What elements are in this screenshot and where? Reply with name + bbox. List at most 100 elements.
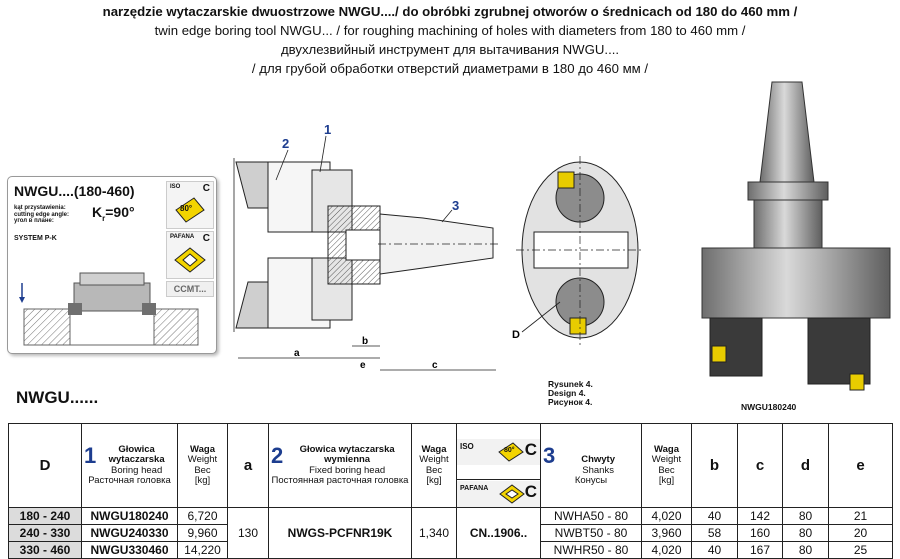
cell-head: NWGU240330 <box>81 524 178 542</box>
spec-table: D 1 Głowica wytaczarska Boring head Раст… <box>8 423 893 559</box>
machining-illustration <box>19 272 199 346</box>
table-row: 240 - 330 NWGU240330 9,960 NWBT50 - 80 3… <box>8 524 893 542</box>
num-2: 2 <box>271 442 284 468</box>
figure-caption-ru: Рисунок 4. <box>548 397 593 407</box>
cell-d: 80 <box>782 541 829 559</box>
info-box: NWGU....(180-460) kąt przystawienia: cut… <box>7 176 217 354</box>
cell-b: 40 <box>691 541 738 559</box>
angle-value: =90° <box>105 204 135 220</box>
dim-D: D <box>512 329 520 341</box>
side-view-drawing: 2 1 3 a b e c <box>233 122 498 371</box>
iso-c: C <box>202 183 210 194</box>
angle-symbol: K <box>92 204 103 220</box>
col-weight-3: Waga Weight Вес [kg] <box>641 423 692 508</box>
pafana-head-c: C <box>524 481 537 501</box>
iso-label: ISO <box>170 184 181 190</box>
cell-shank: NWBT50 - 80 <box>540 524 642 542</box>
callout-3: 3 <box>452 198 459 213</box>
col-e: e <box>828 423 893 508</box>
system-label: SYSTEM P-K <box>14 235 57 242</box>
num-3: 3 <box>543 442 556 468</box>
waga-unit-1: [kg] <box>194 475 211 486</box>
col-weight-1: Waga Weight Вес [kg] <box>177 423 228 508</box>
shank-ru: Конусы <box>574 475 608 486</box>
waga-pl-3: Waga <box>654 443 679 455</box>
insert-code: CCMT... <box>166 281 214 297</box>
product-photo <box>701 81 891 391</box>
series-label: NWGU...... <box>16 388 99 407</box>
col-a: a <box>227 423 269 508</box>
iso-rhombus-icon <box>498 441 524 462</box>
table-header-row: D 1 Głowica wytaczarska Boring head Раст… <box>8 423 893 508</box>
cell-shank-weight: 4,020 <box>641 507 692 525</box>
table-header-row-2: PAFANA C <box>9 479 893 508</box>
callout-2: 2 <box>282 136 289 151</box>
front-view-drawing: D <box>512 156 644 348</box>
angle-label-ru: угол в плане: <box>14 218 54 224</box>
cell-head: NWGU330460 <box>81 541 178 559</box>
table-row: 180 - 240 NWGU180240 6,720 130 NWGS-PCFN… <box>8 507 893 559</box>
col-b: b <box>691 423 738 508</box>
cell-b: 58 <box>691 524 738 542</box>
dim-e: e <box>360 360 366 371</box>
cell-d: 80 <box>782 507 829 525</box>
waga-pl-2: Waga <box>421 443 447 455</box>
cell-weight: 14,220 <box>177 541 228 559</box>
waga-ru-1: Вес <box>194 464 211 476</box>
cell-fixed-weight: 1,340 <box>411 507 457 559</box>
cell-D: 240 - 330 <box>8 524 82 542</box>
waga-ru-2: Вес <box>425 464 443 476</box>
pafana-rhombus-icon <box>499 483 525 504</box>
waga-ru-3: Вес <box>658 464 675 476</box>
cell-e: 20 <box>828 524 893 542</box>
col-c: c <box>737 423 783 508</box>
cell-e: 25 <box>828 541 893 559</box>
cell-d: 80 <box>782 524 829 542</box>
info-box-title: NWGU....(180-460) <box>14 183 135 199</box>
title-polish: narzędzie wytaczarskie dwuostrzowe NWGU.… <box>102 4 798 19</box>
title-russian-1: двухлезвийный инструмент для вытачивания… <box>280 42 620 57</box>
dim-b: b <box>362 336 368 347</box>
iso-head-label: ISO <box>460 441 474 451</box>
figure-caption-en: Design 4. <box>548 388 586 398</box>
col-boring-head: 1 Głowica wytaczarska Boring head Расточ… <box>81 423 178 508</box>
fixed-pl: Głowica wytaczarska wymienna <box>299 443 395 465</box>
photo-caption: NWGU180240 <box>741 402 797 412</box>
pafana-head-label: PAFANA <box>460 484 489 492</box>
iso-head-angle: 80° <box>504 446 515 454</box>
fixed-en: Fixed boring head <box>309 464 386 476</box>
callout-1: 1 <box>324 122 331 137</box>
cell-shank-weight: 4,020 <box>641 541 692 559</box>
num-1: 1 <box>84 442 97 468</box>
cell-c: 142 <box>737 507 783 525</box>
head-en: Boring head <box>111 464 163 476</box>
cell-shank: NWHR50 - 80 <box>540 541 642 559</box>
waga-unit-3: [kg] <box>658 475 675 486</box>
angle-sub: r <box>102 213 106 223</box>
figure-caption-pl: Rysunek 4. <box>548 379 593 389</box>
insert-rhombus-icon <box>174 247 206 273</box>
iso-angle: 80° <box>180 204 193 213</box>
cell-c: 167 <box>737 541 783 559</box>
cell-a: 130 <box>227 507 269 559</box>
pafana-label: PAFANA <box>170 234 195 240</box>
cell-D: 330 - 460 <box>8 541 82 559</box>
cell-c: 160 <box>737 524 783 542</box>
cell-e: 21 <box>828 507 893 525</box>
iso-head-c: C <box>524 439 537 459</box>
col-pafana: PAFANA C <box>456 479 541 508</box>
angle-formula: Kr=90° <box>92 204 135 223</box>
title-english: twin edge boring tool NWGU... / for roug… <box>154 23 746 38</box>
fixed-ru: Постоянная расточная головка <box>271 475 409 486</box>
pafana-box: PAFANA C <box>166 231 214 279</box>
col-weight-2: Waga Weight Вес [kg] <box>411 423 457 508</box>
cell-fixed-head: NWGS-PCFNR19K <box>268 507 412 559</box>
figure-caption: Rysunek 4. Design 4. Рисунок 4. <box>548 380 593 407</box>
iso-box: ISO C 80° <box>166 181 214 229</box>
waga-en-3: Weight <box>651 454 682 465</box>
angle-label-pl: kąt przystawienia: <box>14 205 66 211</box>
head-pl: Głowica wytaczarska <box>108 443 165 465</box>
rhombus-80-icon <box>175 197 205 223</box>
dim-c: c <box>432 360 438 371</box>
shank-en: Shanks <box>582 464 614 476</box>
